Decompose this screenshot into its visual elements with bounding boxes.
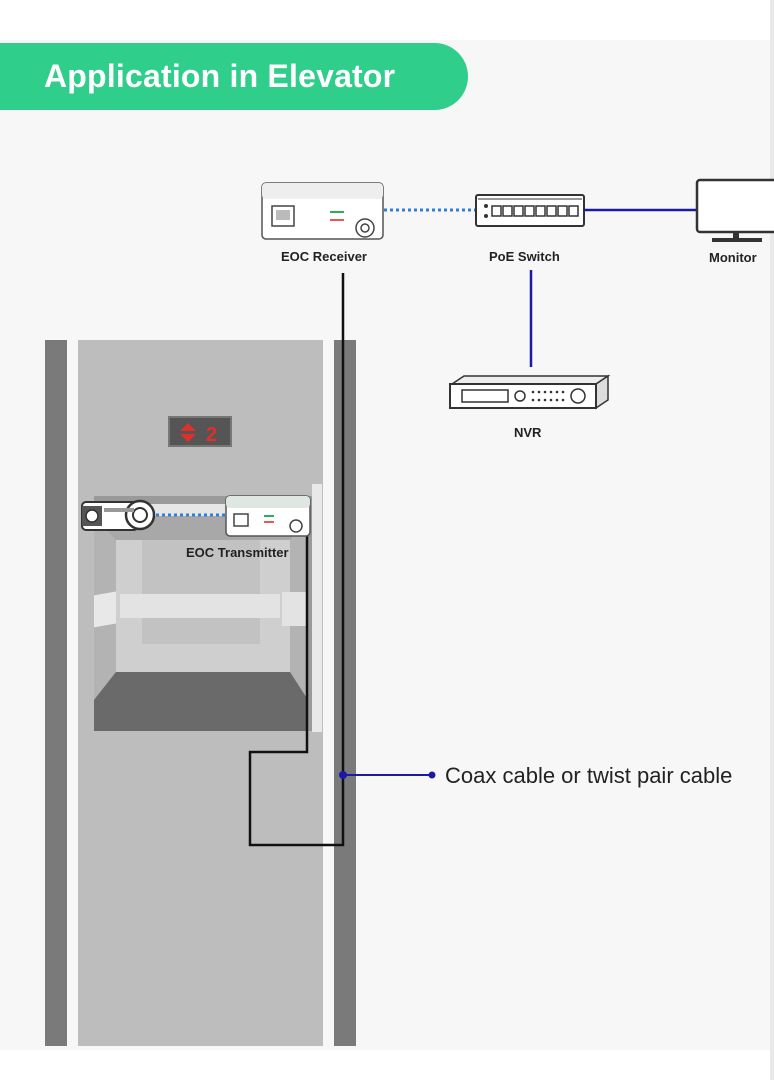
eoc-transmitter-icon <box>225 495 311 537</box>
nvr-label: NVR <box>514 425 542 440</box>
floor-arrow-icon <box>180 423 196 442</box>
poe-switch-label: PoE Switch <box>489 249 560 264</box>
page-edge <box>770 0 774 1080</box>
shaft-rail-right <box>334 340 356 1046</box>
nvr-icon <box>449 374 611 410</box>
coax-cable <box>248 273 345 847</box>
eoc-receiver-icon <box>261 182 384 240</box>
eoc-transmitter-label: EOC Transmitter <box>186 545 289 560</box>
poe-switch-icon <box>475 194 585 227</box>
monitor-icon <box>695 178 774 242</box>
shaft-rail-left <box>45 340 67 1046</box>
page-title: Application in Elevator <box>44 58 396 94</box>
floor-number: 2 <box>206 424 217 446</box>
cable-callout <box>339 771 436 779</box>
cctv-camera-icon <box>81 499 156 531</box>
eoc-receiver-label: EOC Receiver <box>281 249 367 264</box>
floor-indicator: 2 <box>168 416 232 447</box>
title-banner: Application in Elevator <box>0 43 468 110</box>
cable-label: Coax cable or twist pair cable <box>445 763 732 788</box>
monitor-label: Monitor <box>709 250 757 265</box>
